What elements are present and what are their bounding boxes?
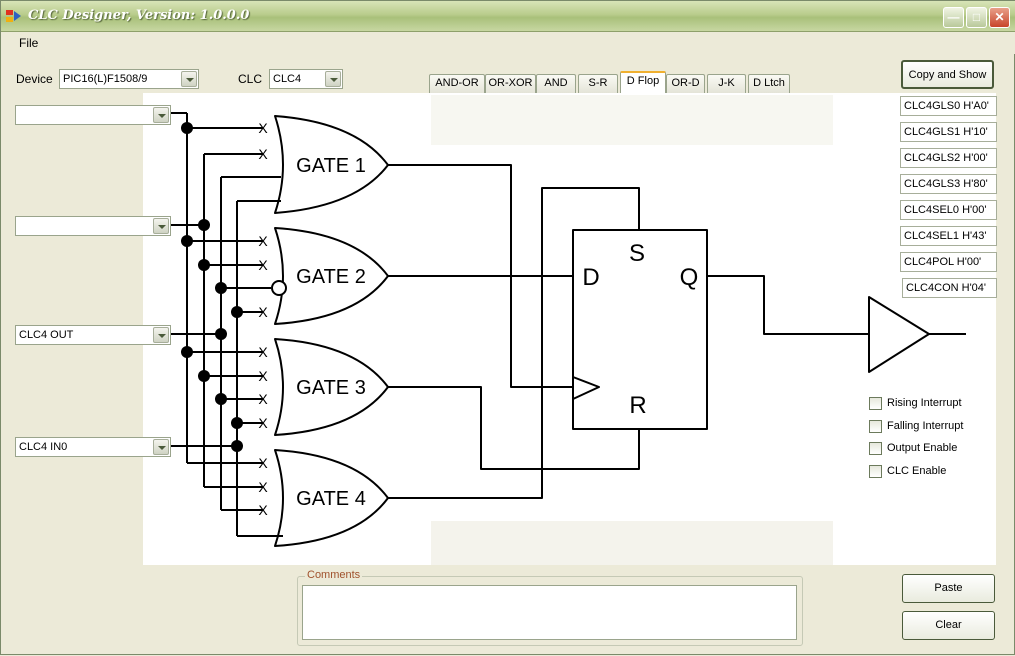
register-clc4con: CLC4CON H'04' [902,278,997,298]
register-clc4sel0: CLC4SEL0 H'00' [900,200,997,220]
chevron-down-icon[interactable] [181,71,197,87]
rising-interrupt-label: Rising Interrupt [887,397,962,409]
chevron-down-icon[interactable] [325,71,341,87]
tab-j-k[interactable]: J-K [707,74,746,93]
device-select-value: PIC16(L)F1508/9 [63,73,148,85]
title-bar: CLC Designer, Version: 1.0.0.0 — □ ✕ [1,1,1015,32]
tab-s-r[interactable]: S-R [578,74,618,93]
comments-label: Comments [305,569,363,581]
paste-button[interactable]: Paste [902,574,995,603]
clear-button[interactable]: Clear [902,611,995,640]
clc-enable-label: CLC Enable [887,465,947,477]
app-icon [6,10,21,22]
checkbox-box[interactable] [869,442,882,455]
clc-select-value: CLC4 [273,73,302,85]
menu-bar: File [1,32,1015,54]
register-clc4gls2: CLC4GLS2 H'00' [900,148,997,168]
gate-input-3-select[interactable]: CLC4 OUT [15,325,171,345]
gate-input-1-select[interactable] [15,105,171,125]
register-clc4gls0: CLC4GLS0 H'A0' [900,96,997,116]
window-title: CLC Designer, Version: 1.0.0.0 [28,8,250,23]
schematic-canvas [143,93,996,565]
chevron-down-icon[interactable] [153,218,169,234]
menu-file[interactable]: File [19,36,39,50]
register-clc4sel1: CLC4SEL1 H'43' [900,226,997,246]
gate-input-2-select[interactable] [15,216,171,236]
gate-input-4-select[interactable]: CLC4 IN0 [15,437,171,457]
maximize-button[interactable]: □ [966,7,987,28]
checkbox-box[interactable] [869,397,882,410]
minimize-button[interactable]: — [943,7,964,28]
gate-input-3-value: CLC4 OUT [19,329,74,341]
falling-interrupt-label: Falling Interrupt [887,420,964,432]
clc-label: CLC [238,72,263,86]
output-enable-label: Output Enable [887,442,958,454]
chevron-down-icon[interactable] [153,107,169,123]
tab-or-xor[interactable]: OR-XOR [485,74,536,93]
clc-select[interactable]: CLC4 [269,69,343,89]
register-clc4gls3: CLC4GLS3 H'80' [900,174,997,194]
device-select[interactable]: PIC16(L)F1508/9 [59,69,199,89]
tab-and[interactable]: AND [536,74,576,93]
tab-and-or[interactable]: AND-OR [429,74,485,93]
tab-d-flop[interactable]: D Flop [620,71,666,93]
comments-textarea[interactable] [302,585,797,640]
tab-or-d[interactable]: OR-D [666,74,705,93]
checkbox-box[interactable] [869,465,882,478]
copy-and-show-button[interactable]: Copy and Show [901,60,994,89]
device-label: Device [16,72,53,86]
checkbox-box[interactable] [869,420,882,433]
chevron-down-icon[interactable] [153,439,169,455]
register-clc4pol: CLC4POL H'00' [900,252,997,272]
comments-group [297,576,803,646]
chevron-down-icon[interactable] [153,327,169,343]
close-button[interactable]: ✕ [989,7,1010,28]
gate-input-4-value: CLC4 IN0 [19,441,68,453]
tab-d-ltch[interactable]: D Ltch [748,74,790,93]
register-clc4gls1: CLC4GLS1 H'10' [900,122,997,142]
